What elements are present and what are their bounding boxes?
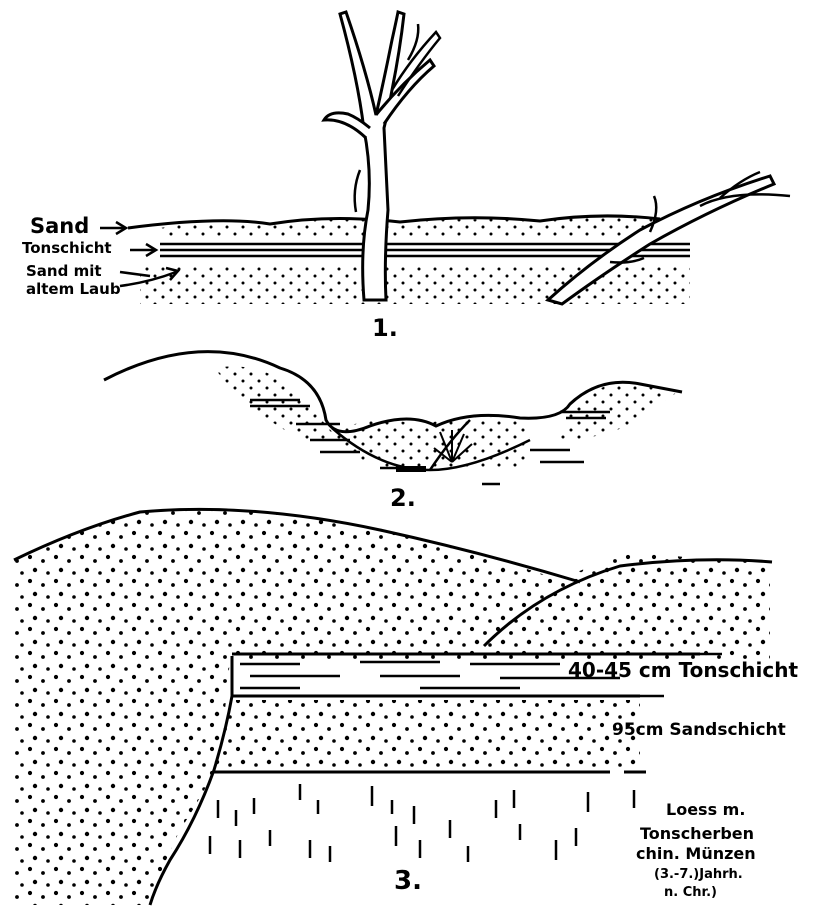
tree-branch: [355, 170, 360, 212]
figure-1: [100, 12, 790, 304]
fig3-label-muenzen: chin. Münzen: [636, 846, 756, 862]
fig3-label-jahrh: (3.-7.)Jahrh.: [654, 868, 743, 881]
fig1-label-sand: Sand: [30, 216, 89, 237]
fig3-label-tonscherben: Tonscherben: [640, 826, 754, 842]
figure-2: [104, 352, 682, 484]
fig3-label-sandschicht: 95cm Sandschicht: [612, 722, 786, 739]
fig1-number: 1.: [372, 316, 398, 340]
fig3-label-loess: Loess m.: [666, 802, 745, 818]
fig3-number: 3.: [394, 868, 422, 894]
fig1-label-sand-mit: Sand mit: [26, 264, 102, 279]
fig3-band-sand: [216, 700, 640, 772]
fig2-dark-object: [396, 466, 426, 472]
fig3-label-nchr: n. Chr.): [664, 886, 717, 899]
fig1-label-altem-laub: altem Laub: [26, 282, 121, 297]
fig2-number: 2.: [390, 486, 416, 510]
fig1-label-tonschicht: Tonschicht: [22, 241, 112, 256]
fig3-label-tonschicht: 40-45 cm Tonschicht: [568, 660, 798, 680]
fig3-loess-marks: [210, 784, 634, 862]
fig2-basin-fill: [330, 417, 530, 470]
